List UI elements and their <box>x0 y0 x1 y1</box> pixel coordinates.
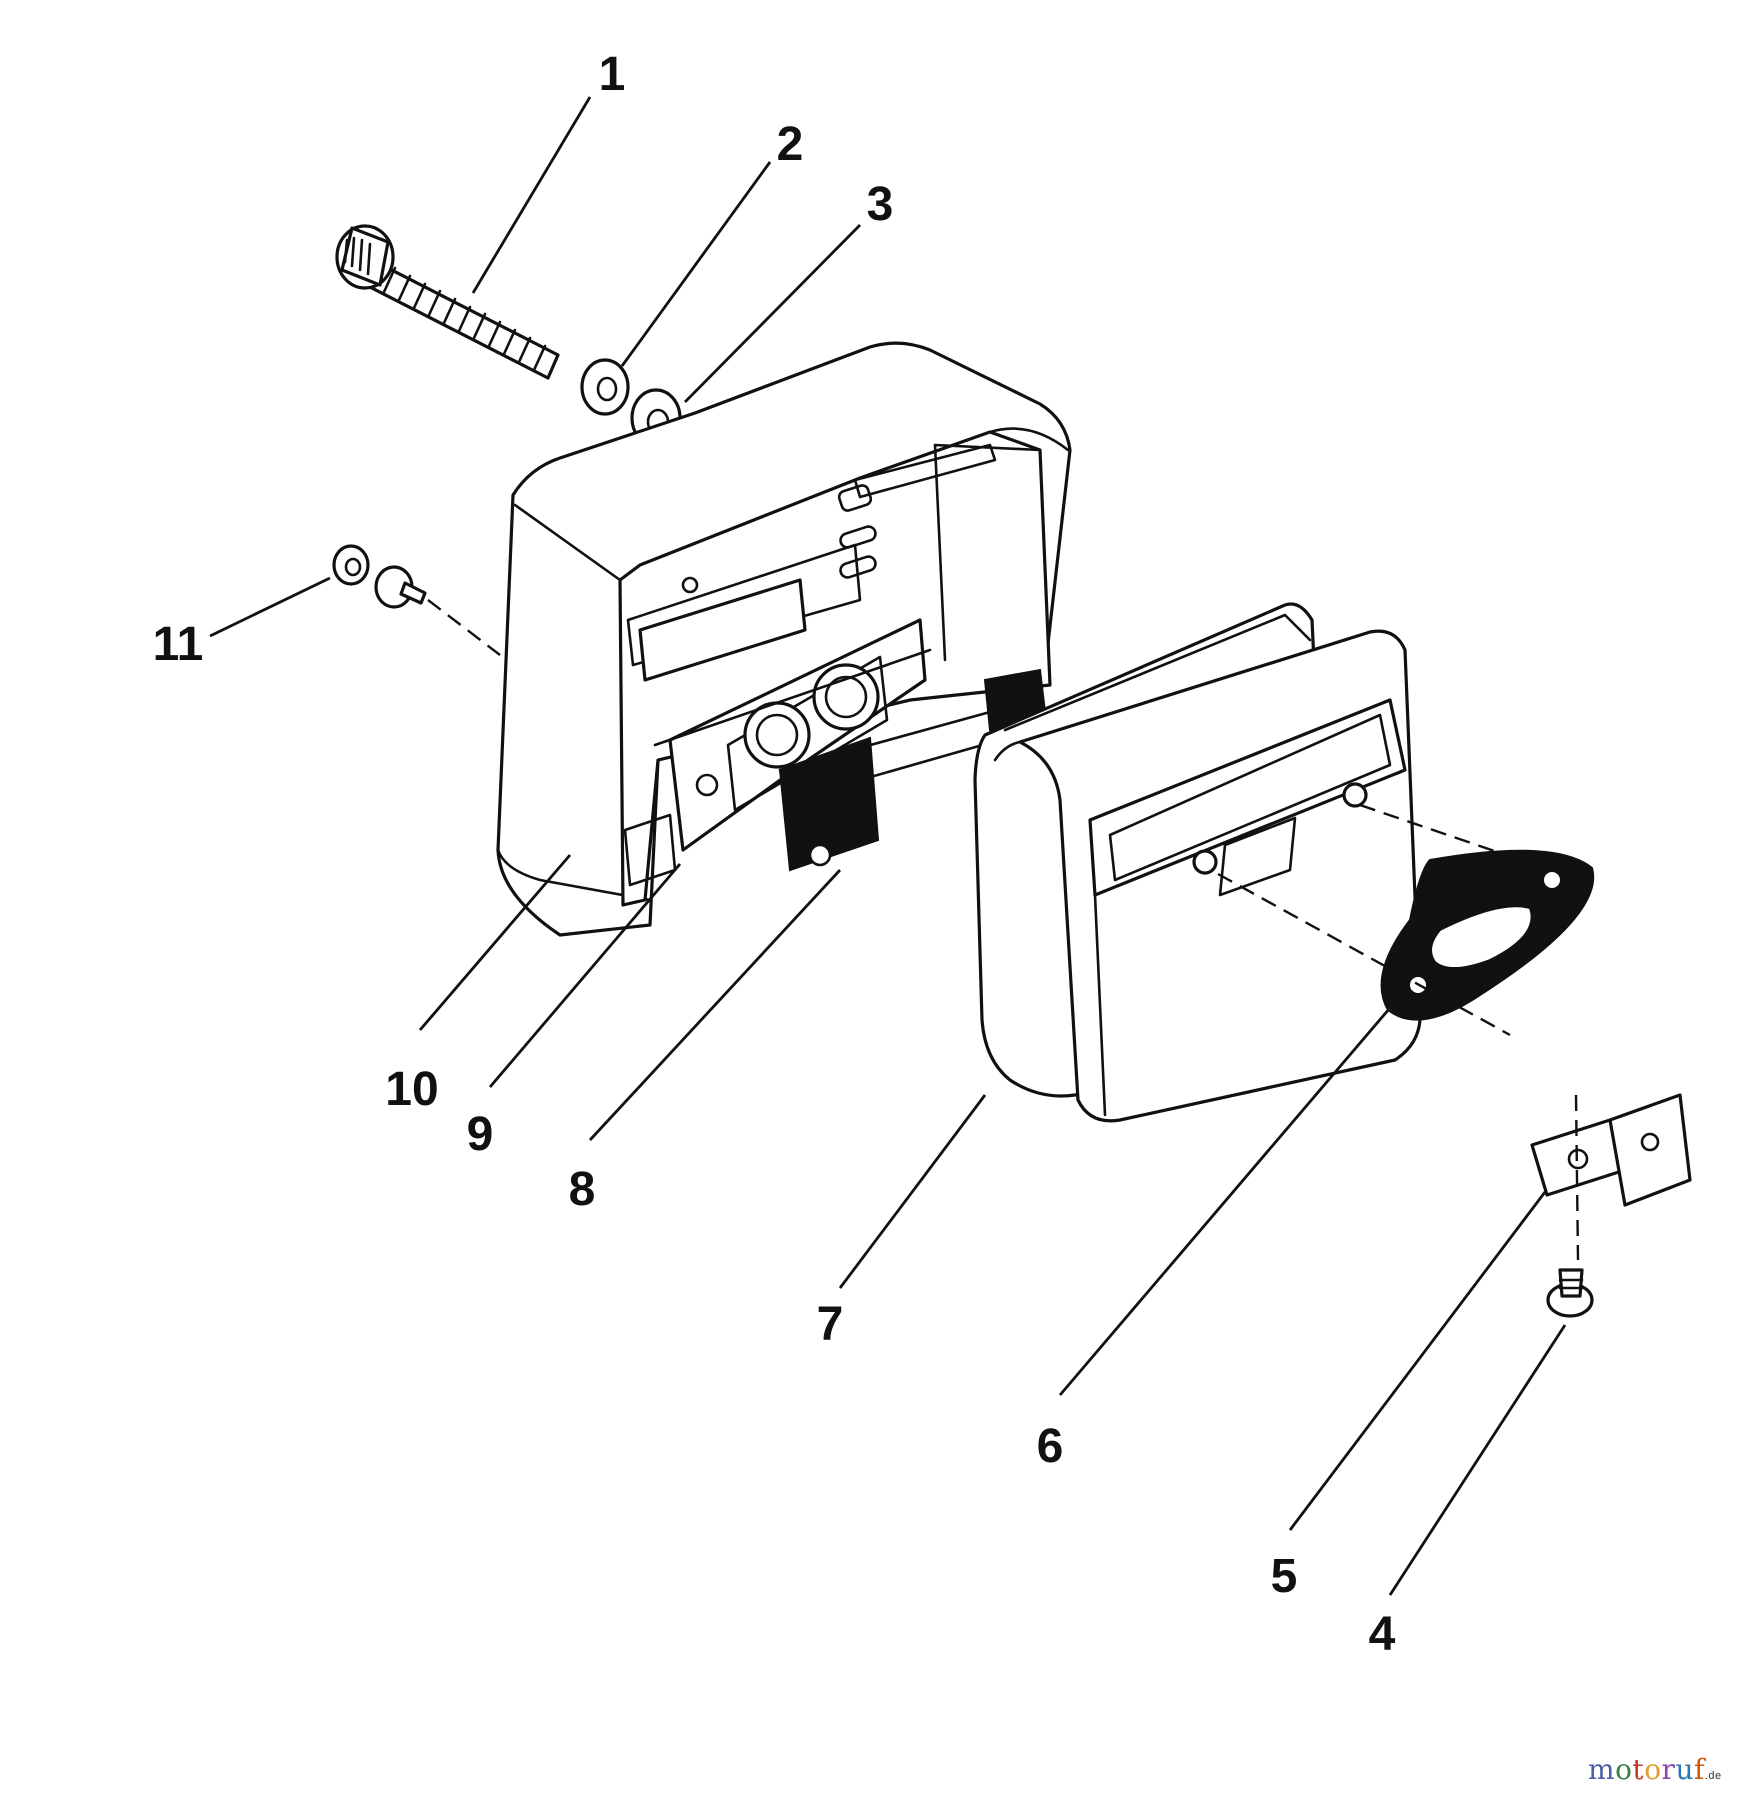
callout-9: 9 <box>467 1108 494 1161</box>
callout-10: 10 <box>385 1063 438 1116</box>
callout-3: 3 <box>867 178 894 231</box>
watermark-letter: o <box>1644 1753 1662 1786</box>
callout-4: 4 <box>1369 1608 1396 1661</box>
part-small-screw <box>1546 1268 1594 1318</box>
callout-7: 7 <box>817 1298 844 1351</box>
watermark-logo: motoruf.de <box>1588 1753 1722 1786</box>
callout-11: 11 <box>153 618 204 671</box>
callout-1: 1 <box>599 48 626 101</box>
part-bracket <box>1530 1093 1692 1261</box>
watermark-suffix: .de <box>1704 1770 1722 1782</box>
callout-labels: 1 2 3 11 10 9 8 7 6 5 4 <box>153 48 1396 1661</box>
watermark-letter: o <box>1615 1753 1633 1786</box>
watermark-letter: r <box>1661 1753 1676 1786</box>
watermark-letter: f <box>1693 1753 1705 1786</box>
part-bolt <box>335 224 560 380</box>
part-screw-washer-11 <box>332 544 501 656</box>
callout-5: 5 <box>1271 1550 1298 1603</box>
watermark-letter: t <box>1632 1753 1645 1786</box>
watermark-letter: m <box>1588 1753 1616 1786</box>
part-filter-plate <box>653 618 932 852</box>
part-gasket <box>1217 803 1595 1037</box>
callout-2: 2 <box>777 118 804 171</box>
callout-8: 8 <box>569 1163 596 1216</box>
leader-lines <box>209 96 1567 1596</box>
watermark-letter: u <box>1675 1753 1694 1786</box>
part-washer-2 <box>580 358 630 416</box>
callout-6: 6 <box>1037 1420 1064 1473</box>
